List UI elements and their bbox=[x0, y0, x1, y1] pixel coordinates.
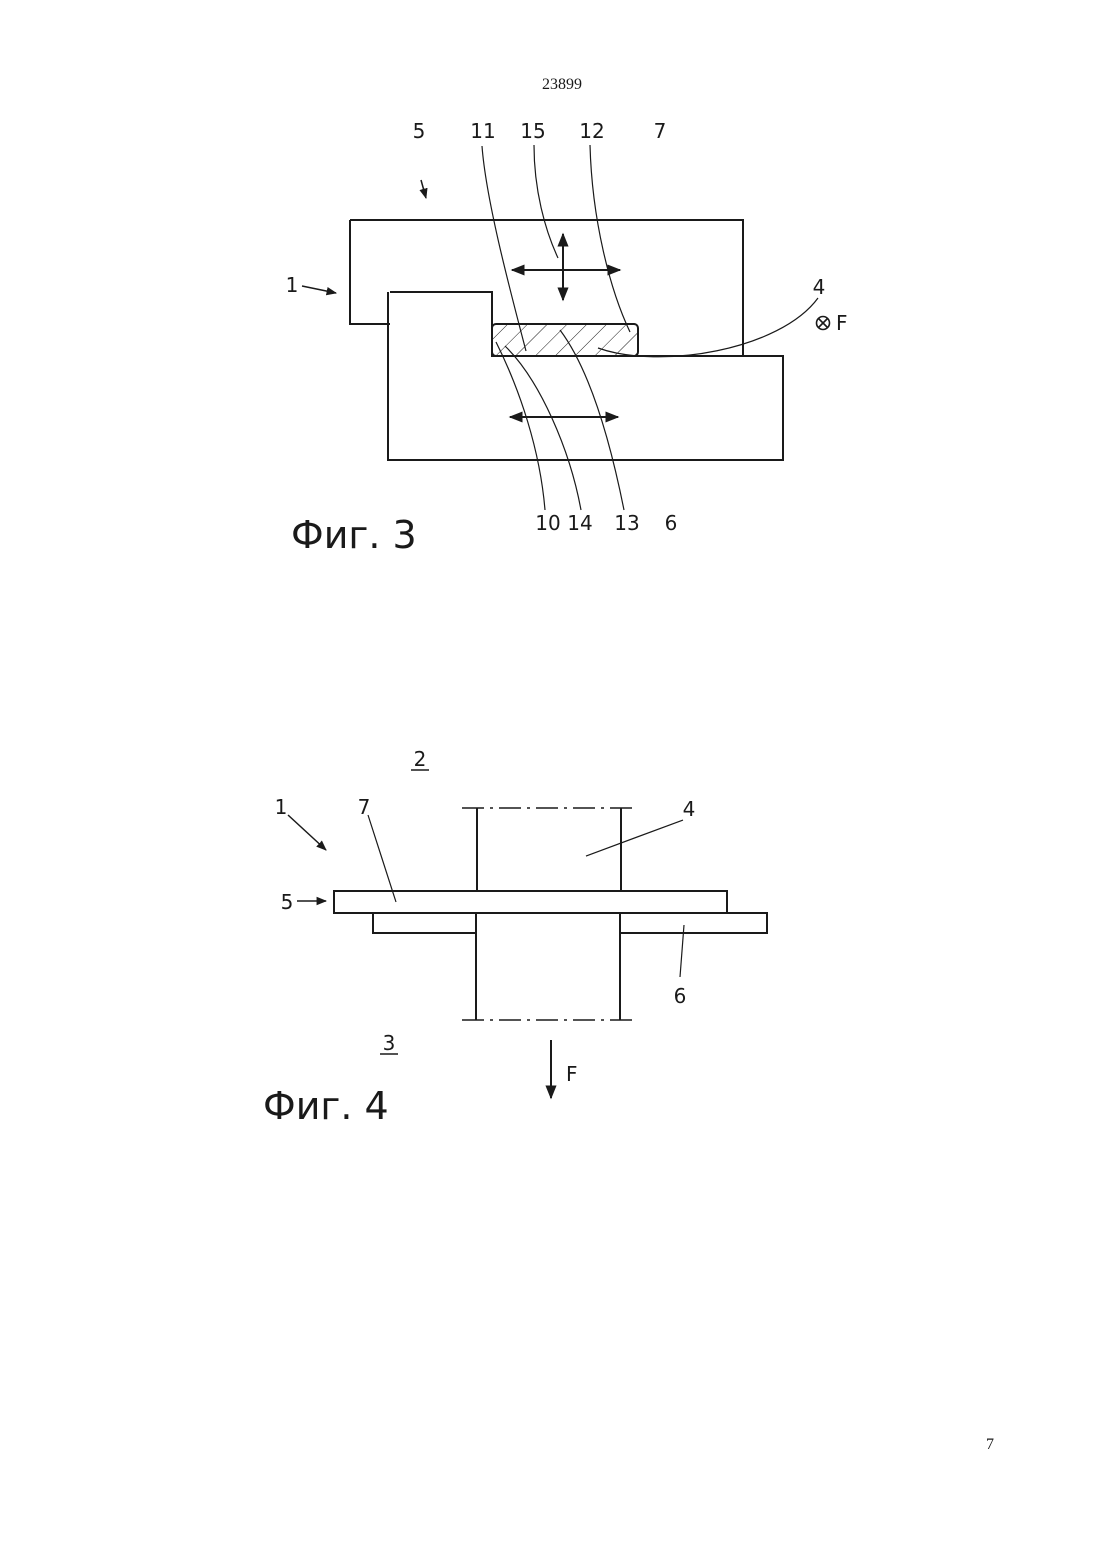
fig3-leader-1 bbox=[302, 286, 336, 293]
fig4-label-6: 6 bbox=[674, 984, 687, 1008]
fig4-leader-4 bbox=[586, 820, 683, 856]
fig3-leader-14 bbox=[505, 346, 581, 510]
fig3-label-10: 10 bbox=[535, 511, 560, 535]
fig3-caption: Фиг. 3 bbox=[291, 513, 417, 557]
fig3-label-12: 12 bbox=[579, 119, 604, 143]
fig4-caption: Фиг. 4 bbox=[263, 1084, 389, 1128]
fig3-label-7: 7 bbox=[654, 119, 667, 143]
fig4-leader-1 bbox=[288, 815, 326, 850]
fig3-leader-15 bbox=[534, 145, 558, 258]
fig3-label-14: 14 bbox=[567, 511, 592, 535]
fig3-label-5: 5 bbox=[413, 119, 426, 143]
fig4-label-7: 7 bbox=[358, 795, 371, 819]
fig3-label-4: 4 bbox=[813, 275, 826, 299]
fig3-label-11: 11 bbox=[470, 119, 495, 143]
fig3-label-15: 15 bbox=[520, 119, 545, 143]
fig3-force-into-page-icon bbox=[817, 317, 830, 330]
figure-3: 5 11 15 12 7 1 4 F 10 14 13 6 Фиг. 3 bbox=[286, 119, 848, 557]
fig3-label-6: 6 bbox=[665, 511, 678, 535]
fig4-plate-6-left bbox=[373, 913, 476, 933]
fig4-label-4: 4 bbox=[683, 797, 696, 821]
document-number: 23899 bbox=[542, 76, 582, 93]
fig3-leader-10 bbox=[496, 342, 545, 510]
fig3-leader-11 bbox=[482, 146, 526, 351]
fig3-hatched-element-4 bbox=[492, 324, 638, 356]
fig3-label-1: 1 bbox=[286, 273, 299, 297]
fig4-label-3: 3 bbox=[383, 1031, 396, 1055]
fig4-label-5: 5 bbox=[281, 890, 294, 914]
fig3-label-F: F bbox=[836, 311, 848, 335]
fig3-leader-12 bbox=[590, 145, 630, 332]
figure-4: 2 1 7 4 5 6 3 F Фиг. 4 bbox=[263, 747, 767, 1128]
fig3-label-13: 13 bbox=[614, 511, 639, 535]
fig4-label-2: 2 bbox=[414, 747, 427, 771]
fig4-label-1: 1 bbox=[275, 795, 288, 819]
fig4-leader-7 bbox=[368, 815, 396, 902]
fig3-leader-5 bbox=[421, 180, 426, 198]
fig4-label-F: F bbox=[566, 1062, 578, 1086]
page-number: 7 bbox=[986, 1436, 994, 1453]
fig4-plate-6-right bbox=[620, 913, 767, 933]
